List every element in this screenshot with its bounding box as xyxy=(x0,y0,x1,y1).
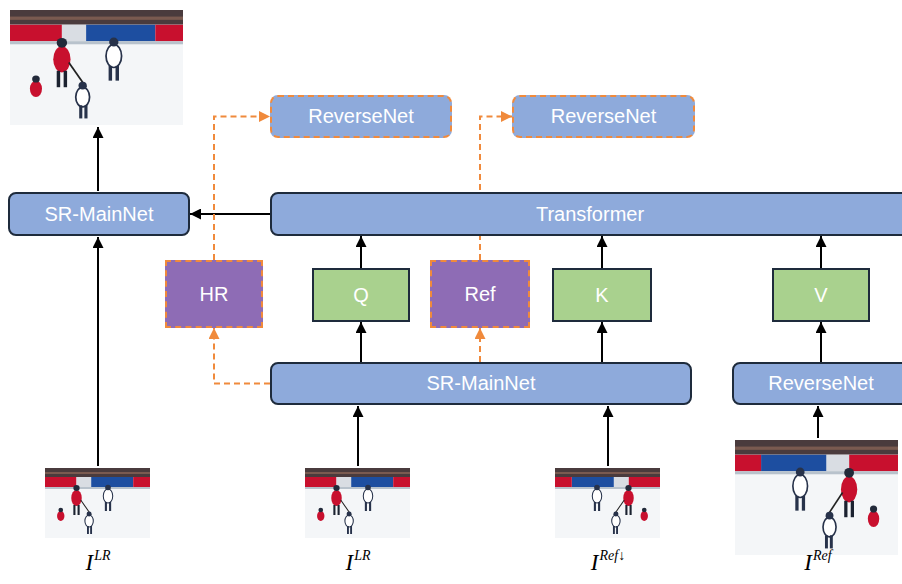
input-photo xyxy=(45,468,150,538)
symbol-superscript: LR xyxy=(354,548,370,563)
flow-arrow xyxy=(601,236,603,268)
key-box: K xyxy=(552,268,652,322)
symbol-letter: I xyxy=(591,550,599,575)
flow-arrow xyxy=(360,322,362,362)
flow-arrow xyxy=(820,322,822,362)
image-symbol: IRef xyxy=(804,550,831,576)
flow-arrow xyxy=(601,322,603,362)
box-label: ReverseNet xyxy=(308,105,414,128)
input-arrow xyxy=(357,406,359,466)
main-net-box: SR-MainNet xyxy=(8,192,190,236)
box-label: Transformer xyxy=(536,203,644,226)
box-label: ReverseNet xyxy=(768,372,874,395)
box-label: SR-MainNet xyxy=(427,372,536,395)
output-photo xyxy=(10,10,183,125)
symbol-superscript: Ref xyxy=(813,548,832,563)
image-symbol: ILR xyxy=(85,550,110,576)
feature-box: HR xyxy=(165,260,263,328)
box-label: HR xyxy=(200,283,229,306)
dashed-arrow xyxy=(479,328,481,362)
dashed-arrow xyxy=(214,117,270,261)
transformer-band: Transformer xyxy=(270,192,902,236)
reverse-net-box: ReverseNet xyxy=(512,95,695,138)
box-label: ReverseNet xyxy=(551,105,657,128)
reference-down-photo xyxy=(555,468,660,538)
symbol-superscript: LR xyxy=(94,548,110,563)
box-label: Q xyxy=(353,284,369,307)
box-label: SR-MainNet xyxy=(45,203,154,226)
dashed-arrow xyxy=(214,328,270,384)
flow-arrow xyxy=(820,236,822,268)
feature-box: Ref xyxy=(430,260,530,328)
box-label: K xyxy=(595,284,608,307)
dashed-arrow xyxy=(480,117,512,261)
symbol-letter: I xyxy=(345,550,353,575)
box-label: V xyxy=(814,284,827,307)
input-arrow xyxy=(97,237,99,466)
input-photo xyxy=(305,468,410,538)
flow-arrow xyxy=(190,213,270,215)
symbol-superscript: Ref↓ xyxy=(600,548,626,563)
reverse-net-box: ReverseNet xyxy=(270,95,452,138)
input-arrow xyxy=(607,406,609,466)
flow-arrow xyxy=(360,236,362,268)
input-arrow xyxy=(817,406,819,438)
symbol-letter: I xyxy=(85,550,93,575)
image-symbol: IRef↓ xyxy=(591,550,625,576)
reference-photo xyxy=(735,440,898,555)
query-box: Q xyxy=(312,268,410,322)
box-label: Ref xyxy=(464,283,495,306)
image-symbol: ILR xyxy=(345,550,370,576)
symbol-letter: I xyxy=(804,550,812,575)
output-arrow xyxy=(97,127,99,191)
main-net-box: SR-MainNet xyxy=(270,362,692,405)
value-box: V xyxy=(772,268,870,322)
reverse-net-box: ReverseNet xyxy=(732,362,902,405)
